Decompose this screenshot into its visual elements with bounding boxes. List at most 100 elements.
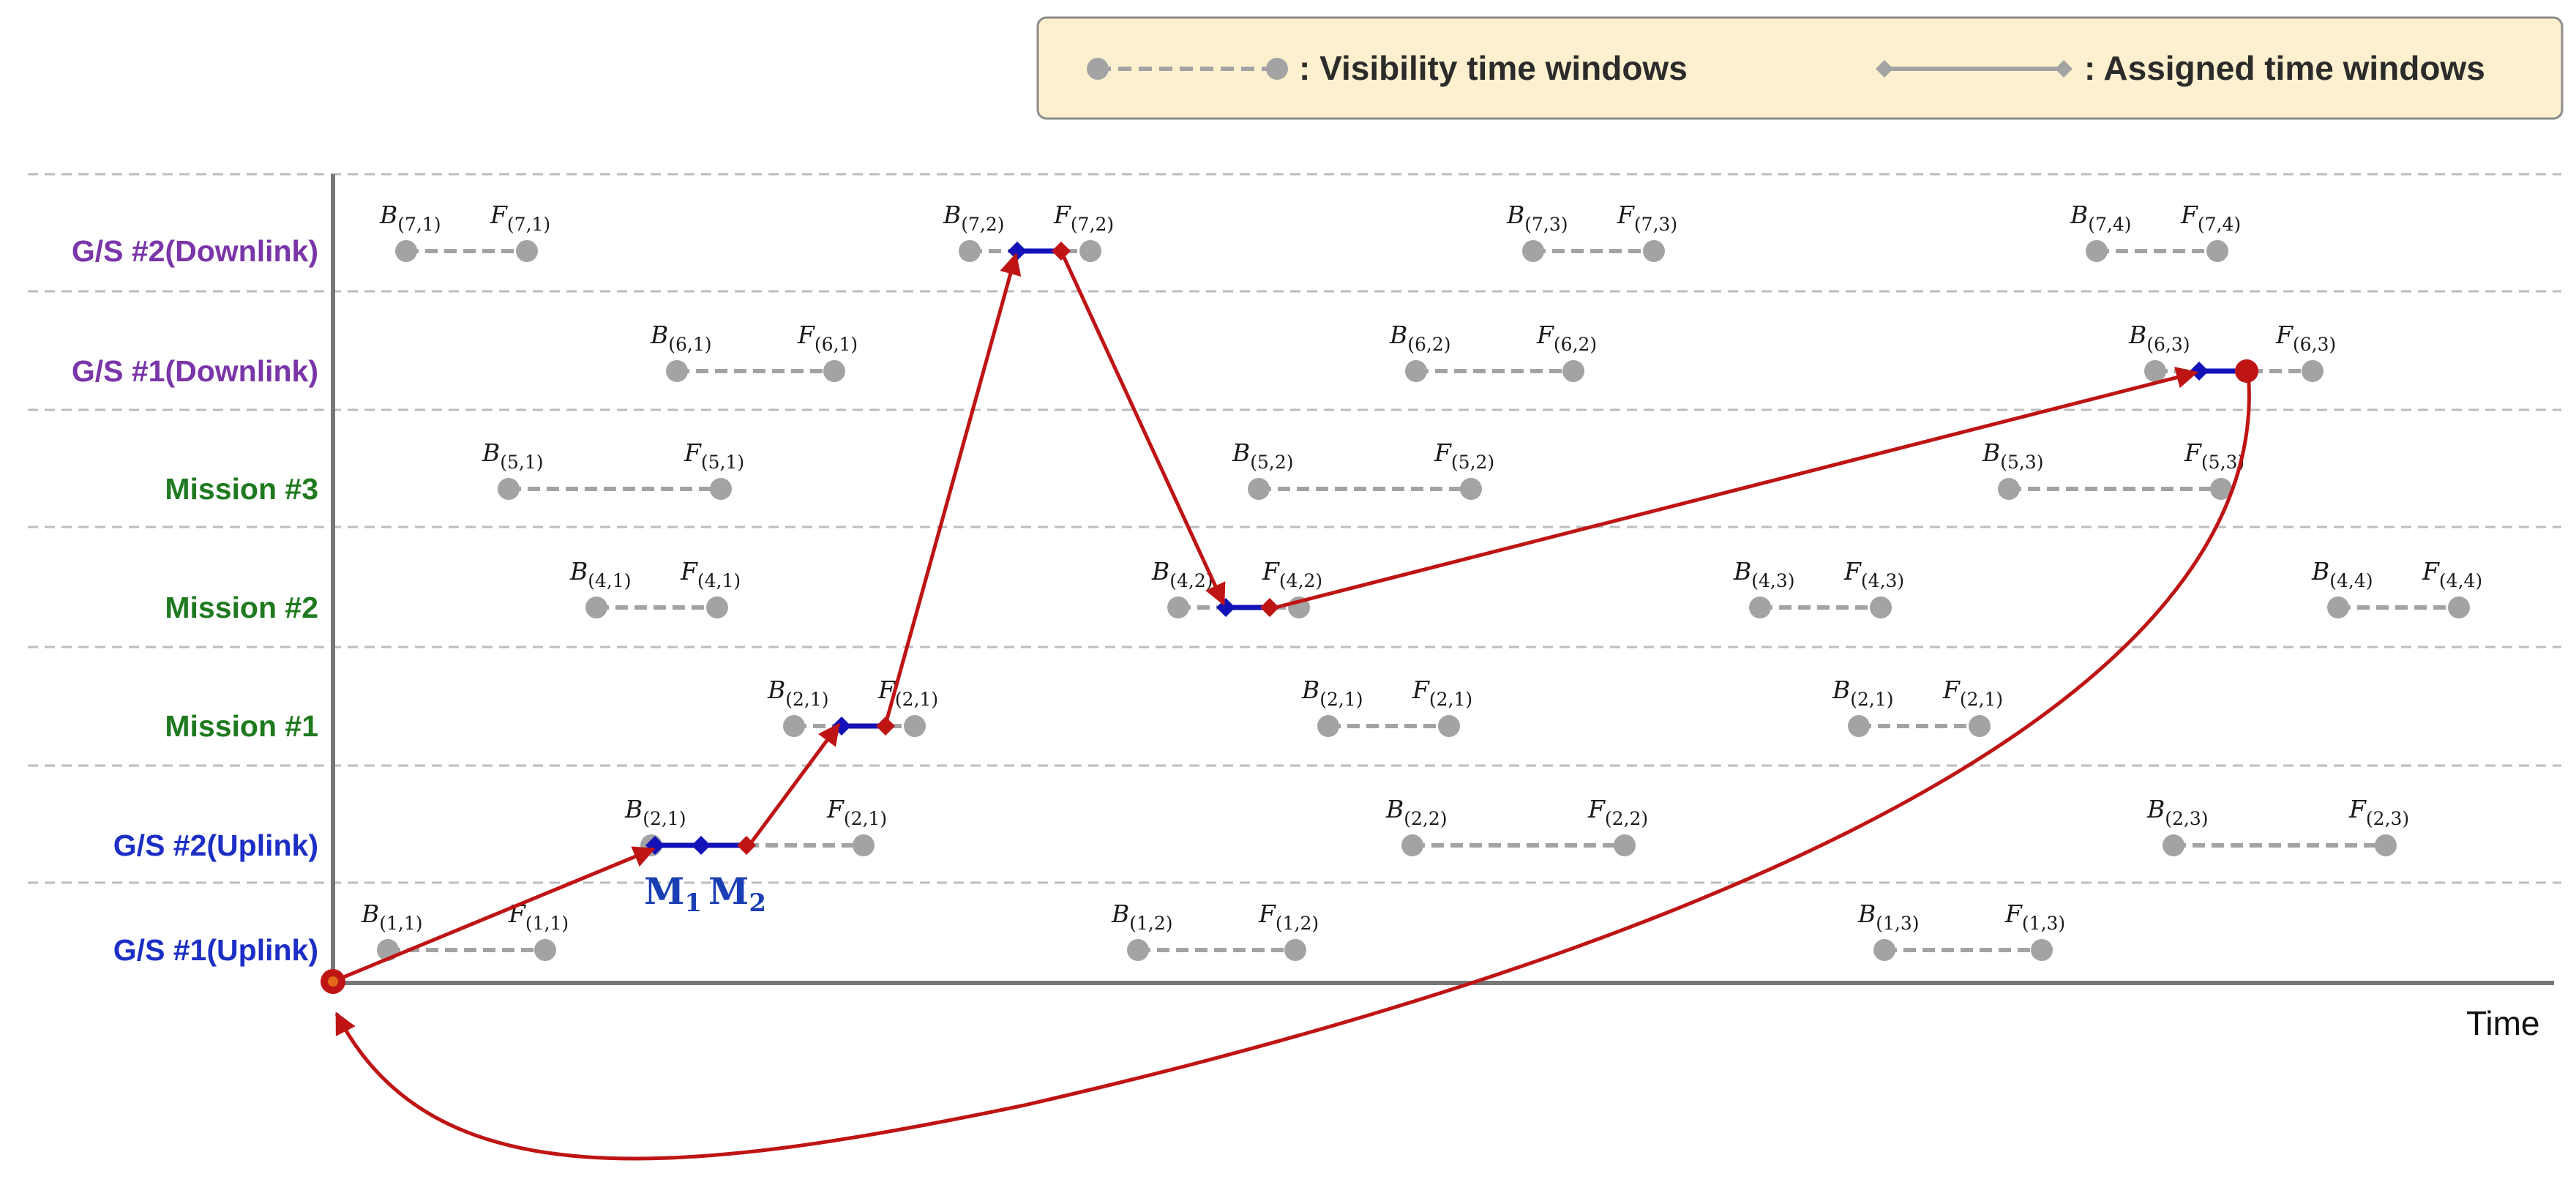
begin-symbol: B	[2146, 795, 2165, 823]
m-markers: M1 M2	[644, 869, 766, 918]
finish-symbol: F	[797, 321, 815, 349]
begin-symbol: B	[1151, 557, 1169, 586]
window-end-dot	[904, 715, 926, 737]
row-labels: G/S #2(Downlink)G/S #1(Downlink)Mission …	[72, 234, 318, 967]
m-boundary-diamond	[692, 836, 711, 855]
window-end-dot	[853, 834, 875, 856]
finish-index: (2,1)	[1429, 689, 1472, 710]
window-end-dot	[1460, 478, 1482, 500]
visibility-window: B(4,3)F(4,3)	[1733, 557, 1904, 618]
begin-symbol: B	[569, 557, 588, 586]
finish-symbol: F	[490, 201, 508, 229]
begin-symbol: B	[1385, 795, 1404, 823]
row-label-1: G/S #2(Downlink)	[72, 234, 318, 268]
begin-symbol: B	[1232, 438, 1250, 467]
finish-symbol: F	[2348, 795, 2367, 823]
window-start-dot	[1749, 596, 1771, 618]
begin-index: (1,3)	[1876, 913, 1919, 934]
finish-index: (4,4)	[2439, 570, 2482, 591]
window-begin-label: B(1,1)	[361, 900, 423, 934]
begin-index: (1,2)	[1129, 913, 1172, 934]
visibility-window: B(7,4)F(7,4)	[2070, 201, 2241, 262]
legend-assigned-label: : Assigned time windows	[2084, 49, 2485, 87]
window-start-dot	[666, 360, 688, 382]
window-finish-label: F(4,1)	[680, 557, 741, 591]
finish-symbol: F	[1617, 201, 1635, 229]
begin-index: (7,2)	[961, 214, 1004, 235]
visibility-window: B(6,1)F(6,1)	[650, 321, 858, 382]
window-end-dot	[2031, 939, 2053, 961]
arrow-uplink-to-mission1	[744, 722, 841, 850]
window-start-dot	[1317, 715, 1339, 737]
window-end-dot	[534, 939, 556, 961]
arrow-return-curve	[334, 371, 2251, 1161]
visibility-window: B(4,4) F(4,4)	[2311, 557, 2482, 618]
finish-symbol: F	[1587, 795, 1606, 823]
visibility-windows: B(7,1)F(7,1)B(7,2)F(7,2)B(7,3)F(7,3)B(7,…	[361, 201, 2482, 961]
window-begin-label: B(4,4)	[2311, 557, 2373, 591]
window-finish-label: F(2,1)	[1942, 676, 2003, 710]
finish-symbol: F	[1053, 201, 1071, 229]
visibility-window: B(2,1)F(2,1)	[1832, 676, 2003, 737]
finish-symbol: F	[1434, 438, 1452, 467]
begin-index: (2,1)	[785, 689, 828, 710]
window-start-dot	[1127, 939, 1149, 961]
window-start-dot	[1405, 360, 1427, 382]
window-begin-label: B(6,3)	[2128, 321, 2190, 355]
finish-symbol: F	[826, 795, 845, 823]
arrow-mission1-to-downlink2	[883, 253, 1022, 725]
window-end-dot	[823, 360, 845, 382]
m2-main: M	[708, 869, 749, 913]
window-begin-label: B(7,2)	[943, 201, 1005, 235]
window-start-dot	[1848, 715, 1870, 737]
m1-sub: 1	[684, 889, 702, 918]
window-end-dot	[706, 596, 728, 618]
window-finish-label: F(5,1)	[684, 438, 744, 473]
begin-symbol: B	[624, 795, 643, 823]
window-finish-label: F(4,4)	[2422, 557, 2482, 591]
window-finish-label: F(7,2)	[1053, 201, 1114, 235]
window-start-dot	[2086, 240, 2108, 262]
assigned-start-diamond	[1216, 598, 1235, 617]
window-finish-label: F(1,1)	[508, 900, 569, 934]
finish-index: (7,2)	[1071, 214, 1114, 235]
row-label-7: G/S #1(Uplink)	[113, 933, 318, 967]
finish-index: (5,1)	[701, 452, 744, 473]
assigned-start-diamond	[2190, 362, 2209, 381]
window-start-dot	[2144, 360, 2166, 382]
window-finish-label: F(5,2)	[1434, 438, 1494, 473]
finish-symbol: F	[1843, 557, 1862, 586]
begin-index: (7,1)	[397, 214, 441, 235]
visibility-window: B(4,1)F(4,1)	[569, 557, 741, 618]
finish-index: (2,2)	[1605, 808, 1648, 829]
row-label-2: G/S #1(Downlink)	[72, 354, 318, 388]
begin-symbol: B	[767, 676, 785, 704]
visibility-window: B(2,2)F(2,2)	[1385, 795, 1648, 856]
window-finish-label: F(6,3)	[2275, 321, 2336, 355]
begin-index: (4,1)	[588, 570, 631, 591]
begin-index: (6,2)	[1407, 334, 1450, 355]
finish-index: (1,3)	[2022, 913, 2065, 934]
visibility-window: B(2,1)F(2,1)	[1301, 676, 1472, 737]
begin-symbol: B	[361, 900, 379, 928]
window-finish-label: F(6,2)	[1536, 321, 1597, 355]
begin-symbol: B	[943, 201, 961, 229]
assigned-windows	[645, 242, 2258, 855]
begin-symbol: B	[1733, 557, 1751, 586]
window-start-dot	[1401, 834, 1423, 856]
finish-index: (4,1)	[697, 570, 741, 591]
finish-index: (2,3)	[2366, 808, 2409, 829]
window-begin-label: B(2,3)	[2146, 795, 2209, 829]
row-label-6: G/S #2(Uplink)	[113, 829, 318, 862]
finish-index: (7,3)	[1634, 214, 1677, 235]
begin-symbol: B	[1506, 201, 1524, 229]
window-finish-label: F(6,1)	[797, 321, 858, 355]
visibility-window: B(7,3)F(7,3)	[1506, 201, 1677, 262]
window-start-dot	[2163, 834, 2184, 856]
begin-index: (4,2)	[1169, 570, 1213, 591]
finish-symbol: F	[680, 557, 698, 586]
begin-index: (1,1)	[379, 913, 422, 934]
window-begin-label: B(5,2)	[1232, 438, 1294, 473]
begin-index: (6,1)	[668, 334, 711, 355]
